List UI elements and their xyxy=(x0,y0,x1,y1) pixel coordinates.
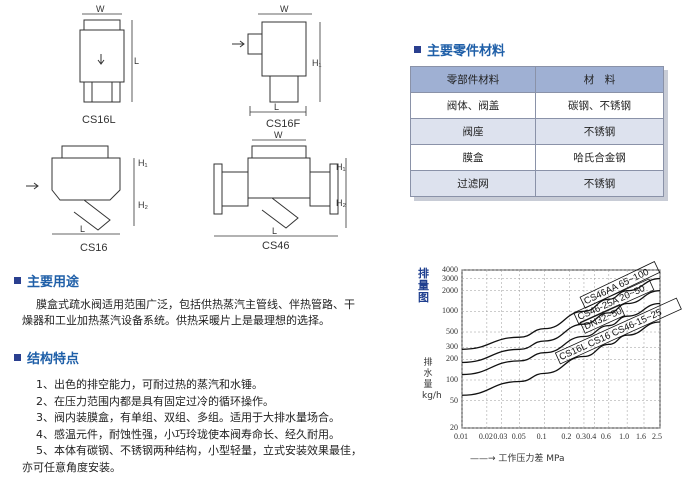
dim-h2-label: H₂ xyxy=(336,198,346,208)
dim-w-label: W xyxy=(280,4,289,14)
bullet-square-icon xyxy=(14,277,21,284)
dim-h1-label: H₁ xyxy=(312,58,322,68)
list-item: 亦可任意角度安装。 xyxy=(22,460,121,474)
series-line xyxy=(461,302,661,376)
y-tick-label: 4000 xyxy=(442,265,458,274)
features-heading: 结构特点 xyxy=(14,348,79,367)
dim-l-label: L xyxy=(80,224,86,234)
y-axis-label: 排水量 kg/h xyxy=(422,358,442,401)
usage-heading: 主要用途 xyxy=(14,271,79,290)
curve-label-box xyxy=(573,278,655,325)
drawing-cs16l: W L xyxy=(70,4,140,118)
y-tick-label: 100 xyxy=(446,375,458,384)
series-line xyxy=(461,290,661,364)
series-line xyxy=(461,277,661,350)
usage-line: 膜盒式疏水阀适用范围广泛，包括供热蒸汽主管线、伴热管路、干 xyxy=(36,298,355,311)
curve-label-box xyxy=(579,303,626,334)
dim-h1-label: H₁ xyxy=(336,162,346,172)
curve-label-box xyxy=(554,297,682,365)
bullet-square-icon xyxy=(414,46,421,53)
dim-l-label: L xyxy=(272,226,278,236)
y-tick-label: 200 xyxy=(446,354,458,364)
list-item: 3、阀内装膜盒，有单组、双组、多组。适用于大排水量场合。 xyxy=(36,411,340,424)
features-title: 结构特点 xyxy=(27,352,80,367)
curve-label-box xyxy=(579,261,661,309)
parts-table: 零部件材料 材 料 阀体、阀盖 碳钢、不锈钢 阀座 不锈钢 膜盒 哈氏合金钢 过… xyxy=(410,66,664,197)
features-list: 1、出色的排空能力，可耐过热的蒸汽和水锤。 2、在压力范围内都是具有固定过冷的循… xyxy=(22,377,382,476)
x-tick-label: 0.3 xyxy=(575,432,586,441)
x-tick-label: 0.02 xyxy=(478,432,493,441)
x-tick-label: 0.05 xyxy=(511,432,526,441)
bullet-square-icon xyxy=(14,354,21,361)
x-tick-label: 1.6 xyxy=(635,432,646,441)
series-line xyxy=(461,321,661,396)
table-row: 膜盒 哈氏合金钢 xyxy=(410,144,664,171)
y-tick-label: 20 xyxy=(450,423,458,432)
table-cell: 膜盒 xyxy=(410,144,536,171)
caption-cs46: CS46 xyxy=(262,240,290,252)
table-cell: 碳钢、不锈钢 xyxy=(535,92,664,119)
dim-w-label: W xyxy=(96,4,105,14)
y-tick-label: 2000 xyxy=(442,285,458,295)
dim-l-label: L xyxy=(274,102,280,112)
y-tick-label: 3000 xyxy=(442,273,458,283)
list-item: 5、本体有碳钢、不锈钢两种结构，小型轻量，立式安装效果最佳， xyxy=(36,444,362,457)
usage-title: 主要用途 xyxy=(27,275,80,290)
x-axis-label: ——→ 工作压力差 MPa xyxy=(470,454,565,464)
table-row: 阀体、阀盖 碳钢、不锈钢 xyxy=(410,92,664,119)
dim-w-label: W xyxy=(274,130,283,140)
x-tick-label: 0.03 xyxy=(493,432,508,441)
drawing-cs16: H₁ H₂ L xyxy=(24,140,154,240)
table-cell: 阀体、阀盖 xyxy=(410,92,536,119)
table-cell: 不锈钢 xyxy=(535,118,664,145)
list-item: 1、出色的排空能力，可耐过热的蒸汽和水锤。 xyxy=(36,378,263,391)
plot-frame xyxy=(461,269,661,429)
table-cell: 过滤网 xyxy=(410,170,536,197)
table-header-cell: 零部件材料 xyxy=(410,66,536,93)
list-item: 2、在压力范围内都是具有固定过冷的循环操作。 xyxy=(36,394,274,408)
y-tick-label: 500 xyxy=(446,327,458,336)
dim-l-label: L xyxy=(134,56,140,66)
table-cell: 阀座 xyxy=(410,118,536,145)
caption-cs16l: CS16L xyxy=(82,114,116,126)
x-tick-label: 0.01 xyxy=(454,432,468,441)
y-tick-label: 1000 xyxy=(442,306,458,316)
table-header-row: 零部件材料 材 料 xyxy=(410,66,664,93)
x-tick-label: 0.4 xyxy=(586,432,597,441)
table-cell: 哈氏合金钢 xyxy=(535,144,664,171)
drawing-cs16f: W H₁ L xyxy=(228,4,328,120)
parts-heading: 主要零件材料 xyxy=(414,40,505,59)
dim-h2-label: H₂ xyxy=(138,200,148,210)
x-tick-label: 1.0 xyxy=(619,432,630,441)
x-tick-label: 0.2 xyxy=(561,432,572,441)
table-cell: 不锈钢 xyxy=(535,170,664,197)
x-axis-arrow-icon: ——→ xyxy=(470,454,499,464)
usage-line: 燥器和工业加热蒸汽设备系统。供热采暖片上是最理想的选择。 xyxy=(22,314,330,327)
x-tick-label: 0.6 xyxy=(600,432,611,441)
chart-title: 排量图 xyxy=(418,267,429,304)
list-item: 4、感温元件，耐蚀性强，小巧玲珑使本阀寿命长、经久耐用。 xyxy=(36,427,340,441)
caption-cs16: CS16 xyxy=(80,242,108,254)
dim-h1-label: H₁ xyxy=(138,158,148,168)
table-header-cell: 材 料 xyxy=(535,66,664,93)
table-row: 过滤网 不锈钢 xyxy=(410,170,664,197)
usage-paragraph: 膜盒式疏水阀适用范围广泛，包括供热蒸汽主管线、伴热管路、干 燥器和工业加热蒸汽设… xyxy=(22,297,402,329)
y-tick-label: 50 xyxy=(450,395,458,405)
caption-cs16f: CS16F xyxy=(266,118,301,130)
y-tick-label: 300 xyxy=(446,342,458,352)
parts-title: 主要零件材料 xyxy=(427,44,506,59)
drawing-cs46: W H₁ H₂ L xyxy=(206,130,356,244)
x-tick-label: 0.1 xyxy=(536,432,547,441)
table-row: 阀座 不锈钢 xyxy=(410,118,664,145)
x-tick-label: 2.5 xyxy=(652,432,662,441)
